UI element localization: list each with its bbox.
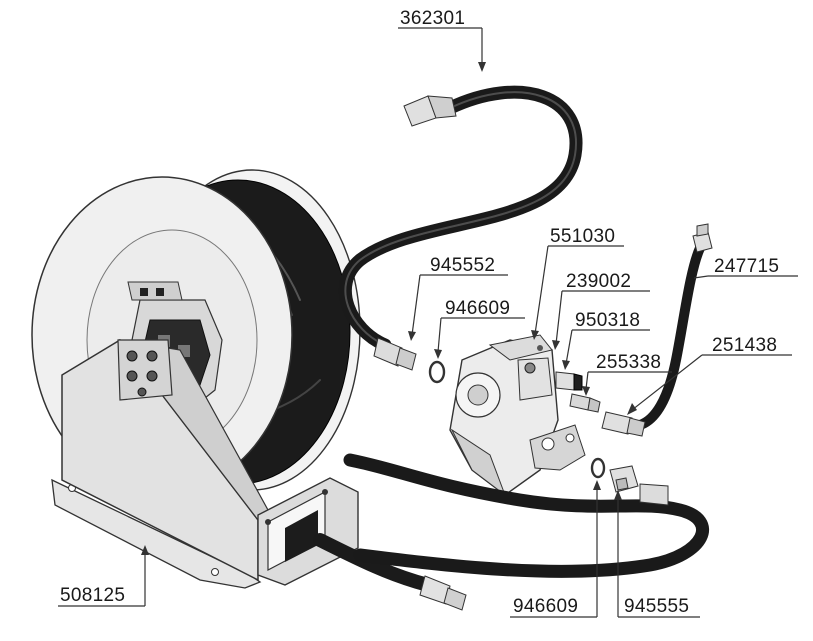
- svg-text:508125: 508125: [60, 585, 125, 606]
- label-362301: 362301: [398, 8, 486, 72]
- hose-reel: [31, 169, 467, 611]
- hose-top-fitting: [403, 95, 457, 127]
- label-251438: 251438: [627, 335, 792, 415]
- svg-text:251438: 251438: [712, 335, 777, 356]
- svg-text:946609: 946609: [445, 298, 510, 319]
- reel-outlet-hose: [313, 533, 435, 592]
- svg-text:950318: 950318: [575, 310, 640, 331]
- fitting-945555: [609, 465, 639, 493]
- svg-text:945552: 945552: [430, 255, 495, 276]
- label-950318: 950318: [562, 310, 650, 370]
- label-255338: 255338: [582, 352, 672, 396]
- svg-text:362301: 362301: [400, 8, 465, 29]
- base-hole: [211, 568, 219, 576]
- seal-ring-upper: [428, 360, 446, 384]
- reel-bracket-plate: [117, 339, 173, 401]
- label-946609-lower: 946609: [510, 480, 601, 618]
- svg-text:255338: 255338: [596, 352, 661, 373]
- svg-text:247715: 247715: [714, 256, 779, 277]
- svg-text:946609: 946609: [513, 596, 578, 617]
- swivel-fitting-950318: [555, 371, 583, 391]
- label-946609-upper: 946609: [434, 298, 525, 359]
- hose-bottom-fitting: [373, 337, 417, 371]
- label-945555: 945555: [614, 490, 700, 618]
- label-508125: 508125: [58, 545, 149, 607]
- seal-ring-lower: [590, 457, 606, 479]
- hose-247715: [635, 223, 713, 430]
- svg-text:945555: 945555: [624, 596, 689, 617]
- label-551030: 551030: [531, 226, 624, 340]
- swivel-block: [449, 334, 586, 497]
- hose-reel-connection: [343, 453, 709, 578]
- label-239002: 239002: [552, 271, 650, 350]
- label-945552: 945552: [408, 255, 508, 341]
- label-247715: 247715: [693, 256, 798, 279]
- svg-text:551030: 551030: [550, 226, 615, 247]
- nipple-255338: [569, 393, 601, 413]
- reel-hose-guide-box: [257, 477, 359, 586]
- svg-text:239002: 239002: [566, 271, 631, 292]
- reel-outlet-fitting: [419, 575, 467, 611]
- hose-fitting-251438: [601, 411, 646, 437]
- hose-362301: [338, 85, 583, 371]
